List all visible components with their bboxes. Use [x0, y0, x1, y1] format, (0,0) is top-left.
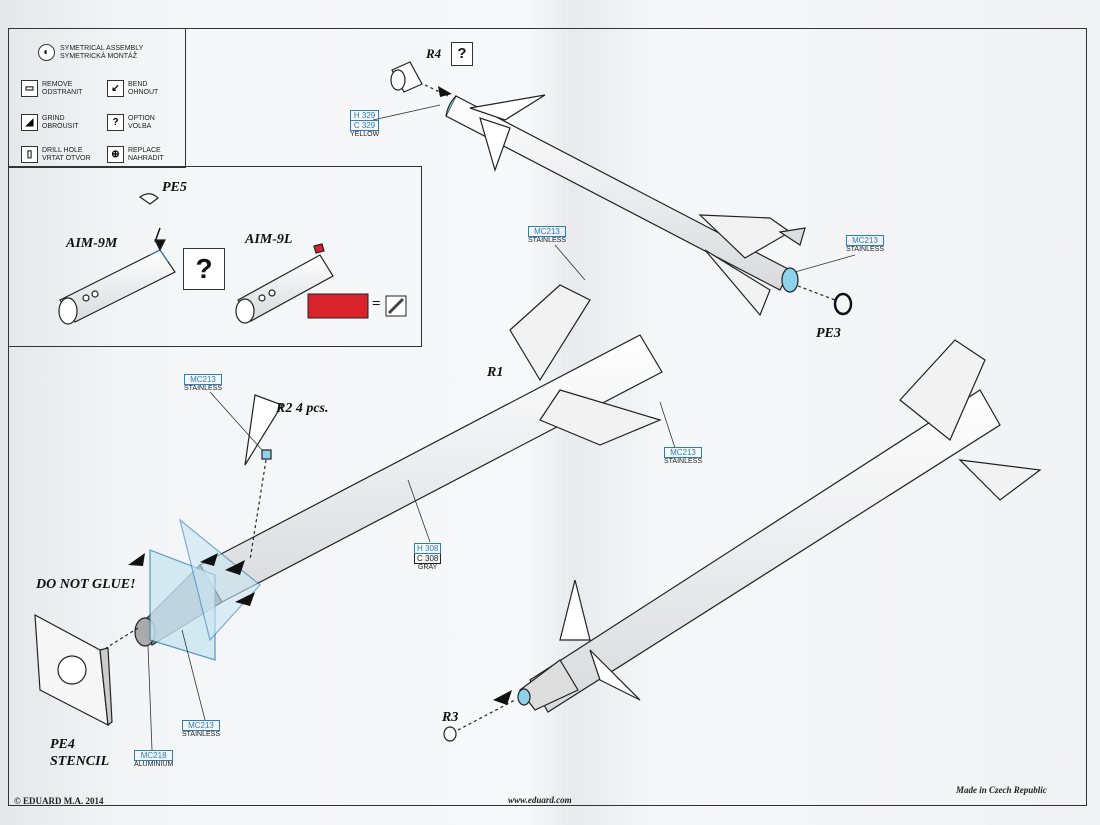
- aim9l-section-drawing: [235, 243, 334, 324]
- color-name: STAINLESS: [182, 731, 220, 738]
- color-code: MC213: [664, 447, 702, 458]
- made-in: Made in Czech Republic: [956, 785, 1047, 795]
- color-name-gray: GRAY: [418, 564, 438, 571]
- bend-icon: ↙: [107, 80, 124, 97]
- color-name: STAINLESS: [846, 246, 884, 253]
- color-name-yellow: YELLOW: [350, 131, 380, 138]
- color-tag-mc213-d: MC213 STAINLESS: [184, 374, 222, 393]
- legend-box: ◐ SYMETRICAL ASSEMBLY SYMETRICKÁ MONTÁŽ …: [8, 28, 186, 168]
- legend-drill: DRILL HOLE VRTAT OTVOR: [42, 147, 91, 162]
- color-code: MC213: [182, 720, 220, 731]
- color-name: STAINLESS: [528, 237, 566, 244]
- legend-grind: GRIND OBROUSIT: [42, 115, 79, 130]
- r1-label: R1: [487, 365, 504, 380]
- sheet-frame: [8, 28, 1087, 806]
- replace-icon: ⊕: [107, 146, 124, 163]
- color-code-c308: C 308: [414, 554, 442, 564]
- color-name: ALUMINIUM: [134, 761, 174, 768]
- pe4-label: PE4: [50, 737, 75, 752]
- equals-sign: =: [372, 296, 381, 312]
- leader-lines: [147, 104, 856, 751]
- color-tag-mc213-e: MC213 STAINLESS: [182, 720, 220, 739]
- right-missile-drawing: [443, 339, 1042, 742]
- legend-symmetrical: SYMETRICAL ASSEMBLY SYMETRICKÁ MONTÁŽ: [60, 45, 144, 60]
- grind-icon: ◢: [21, 114, 38, 131]
- website: www.eduard.com: [508, 795, 572, 805]
- r3-label: R3: [442, 710, 459, 725]
- color-code: MC213: [528, 226, 566, 237]
- main-missile-drawing: [134, 284, 663, 661]
- legend-bend: BEND OHNOUT: [128, 81, 159, 96]
- color-code: MC213: [846, 235, 884, 246]
- color-code-h308: H 308: [414, 543, 442, 554]
- symmetrical-icon: ◐: [38, 44, 55, 61]
- legend-option: OPTION VOLBA: [128, 115, 155, 130]
- pe5-label: PE5: [162, 180, 187, 195]
- legend-replace: REPLACE NAHRADIT: [128, 147, 164, 162]
- color-code-c329: C 329: [350, 121, 380, 131]
- color-tag-yellow: H 329 C 329 YELLOW: [350, 110, 380, 139]
- r4-question-box: ?: [451, 42, 473, 66]
- aim9m-label: AIM-9M: [66, 236, 118, 251]
- pe3-label: PE3: [816, 326, 841, 341]
- copyright: © EDUARD M.A. 2014: [14, 796, 104, 806]
- aim9l-label: AIM-9L: [245, 232, 293, 247]
- top-missile-drawing: [390, 61, 853, 317]
- remove-icon: ▭: [21, 80, 38, 97]
- option-question-box: ?: [183, 248, 225, 290]
- legend-remove: REMOVE ODSTRANIT: [42, 81, 83, 96]
- color-name: STAINLESS: [184, 385, 222, 392]
- option-icon: ?: [107, 114, 124, 131]
- color-code-h329: H 329: [350, 110, 380, 121]
- red-swatch: [307, 293, 369, 319]
- stencil-label: STENCIL: [50, 754, 110, 769]
- drill-icon: ▯: [21, 146, 38, 163]
- color-tag-mc213-a: MC213 STAINLESS: [528, 226, 566, 245]
- color-code: MC213: [184, 374, 222, 385]
- r2-label: R2 4 pcs.: [276, 401, 329, 416]
- color-code: MC218: [134, 750, 174, 761]
- color-tag-mc218: MC218 ALUMINIUM: [134, 750, 174, 769]
- variant-option-box: [8, 166, 422, 347]
- color-name: STAINLESS: [664, 458, 702, 465]
- direction-arrows: [128, 86, 512, 705]
- do-not-glue-label: DO NOT GLUE!: [36, 577, 136, 592]
- color-tag-mc213-b: MC213 STAINLESS: [846, 235, 884, 254]
- color-tag-mc213-c: MC213 STAINLESS: [664, 447, 702, 466]
- aim9m-section-drawing: [58, 193, 176, 325]
- r4-label: R4: [426, 46, 442, 61]
- color-tag-gray: H 308 C 308 GRAY: [414, 543, 442, 572]
- pe4-stencil-drawing: [34, 613, 139, 727]
